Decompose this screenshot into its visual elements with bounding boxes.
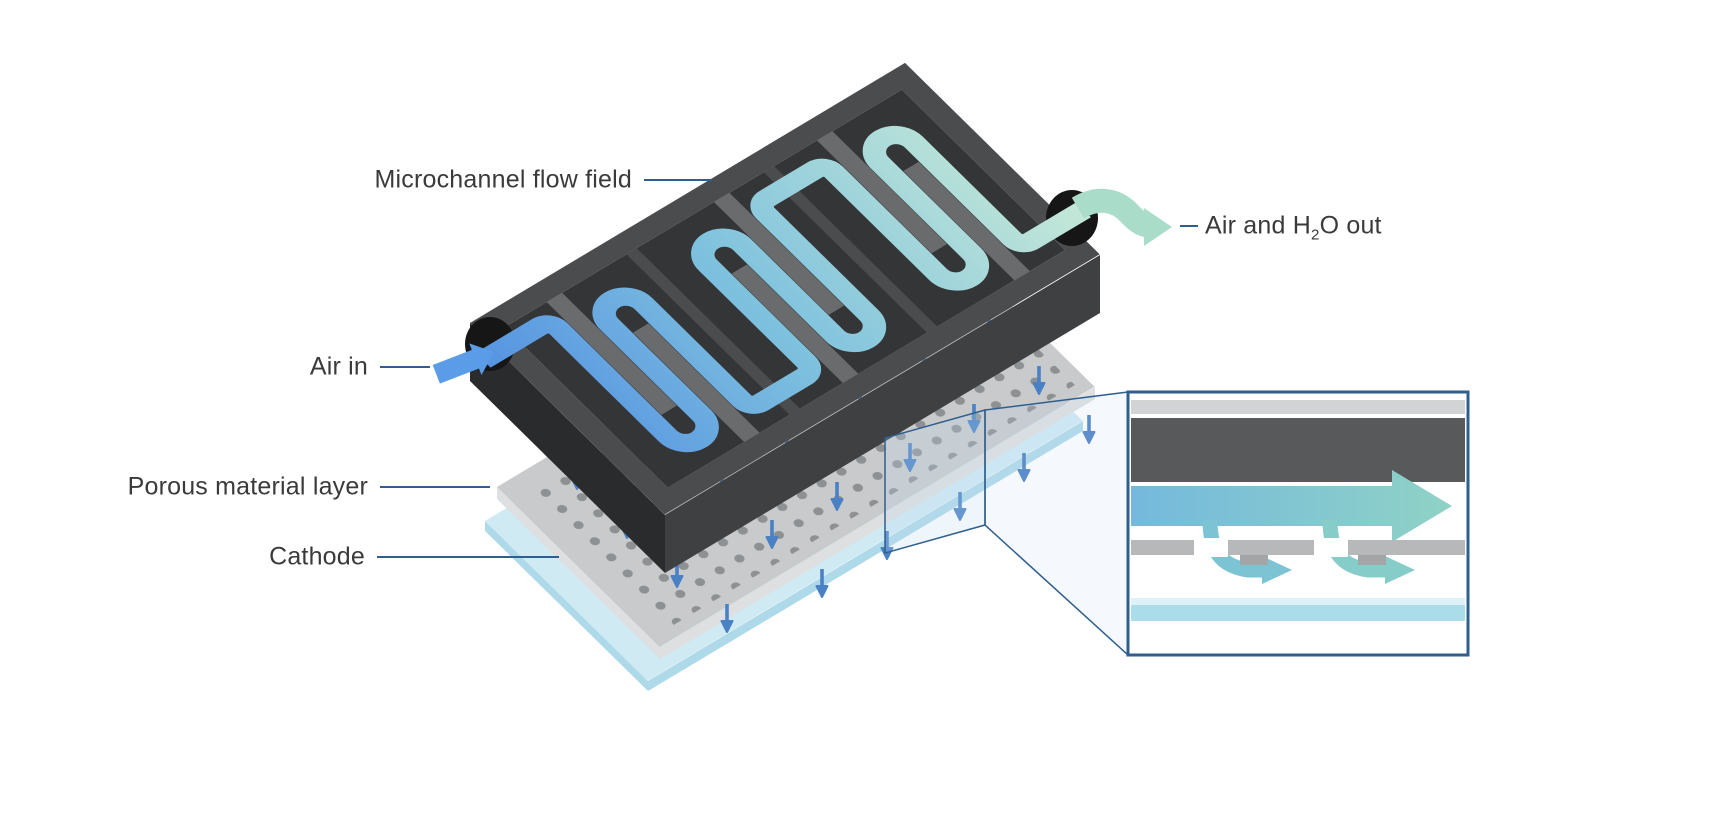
cathode-leader-line: [377, 556, 559, 558]
zoom-connector: [884, 391, 1129, 657]
cathode-right-edge: [648, 421, 1083, 691]
porous-left-edge: [497, 487, 660, 659]
air-out-label-subscript: 2: [1311, 226, 1320, 244]
air-out-label-prefix: Air and H: [1205, 211, 1312, 240]
air-out-label-suffix: O out: [1319, 211, 1382, 240]
porous-layer-label: Porous material layer: [127, 472, 368, 501]
air-in-leader-line: [380, 366, 430, 368]
cathode-left-edge: [485, 521, 648, 691]
zoom-inset: [1126, 390, 1470, 657]
divider-wall: [626, 248, 800, 415]
zoom-source-region: [884, 409, 986, 554]
inset-top-plate: [1131, 400, 1465, 414]
frame-outer-wall: [470, 62, 1100, 515]
inset-branch-arrow-1: [1202, 519, 1292, 584]
air-out-arrow-head: [1144, 208, 1172, 246]
channel-finger: [731, 264, 859, 384]
channel-finger: [546, 292, 677, 415]
porous-right-edge: [660, 387, 1095, 659]
air-in-arrow: [432, 343, 494, 384]
inset-porous-layer: [1131, 538, 1465, 565]
air-out-label: Air and H2O out: [1205, 211, 1382, 244]
porous-layer-leader-line: [380, 486, 490, 488]
frame-right-side-face: [665, 255, 1100, 573]
air-in-label: Air in: [309, 352, 368, 381]
flow-field-label: Microchannel flow field: [374, 165, 632, 194]
inset-porous-tab: [1240, 555, 1268, 565]
air-out-arrow: [1071, 188, 1172, 246]
channel-finger: [713, 192, 845, 315]
inset-porous-tab: [1358, 555, 1386, 565]
inset-cathode-layer: [1131, 598, 1465, 621]
inset-porous-gap: [1194, 538, 1228, 557]
divider-wall: [763, 166, 938, 333]
flow-field-leader-line: [644, 179, 712, 181]
channel-finger: [816, 131, 948, 254]
serpentine-channel: [475, 125, 1091, 453]
channel-finger: [632, 323, 760, 443]
cathode-label: Cathode: [269, 542, 365, 571]
channel-finger: [903, 161, 1030, 281]
frame-left-side-face: [470, 323, 665, 573]
zoom-connector-sheet: [984, 391, 1129, 657]
air-out-arrow-shaft: [1071, 188, 1153, 238]
inset-channel-rib: [1131, 418, 1465, 482]
inset-porous-gap: [1314, 538, 1348, 557]
flow-field-frame: [432, 62, 1172, 573]
air-out-leader-line: [1180, 225, 1198, 227]
inset-branch-arrow-2: [1322, 519, 1415, 584]
